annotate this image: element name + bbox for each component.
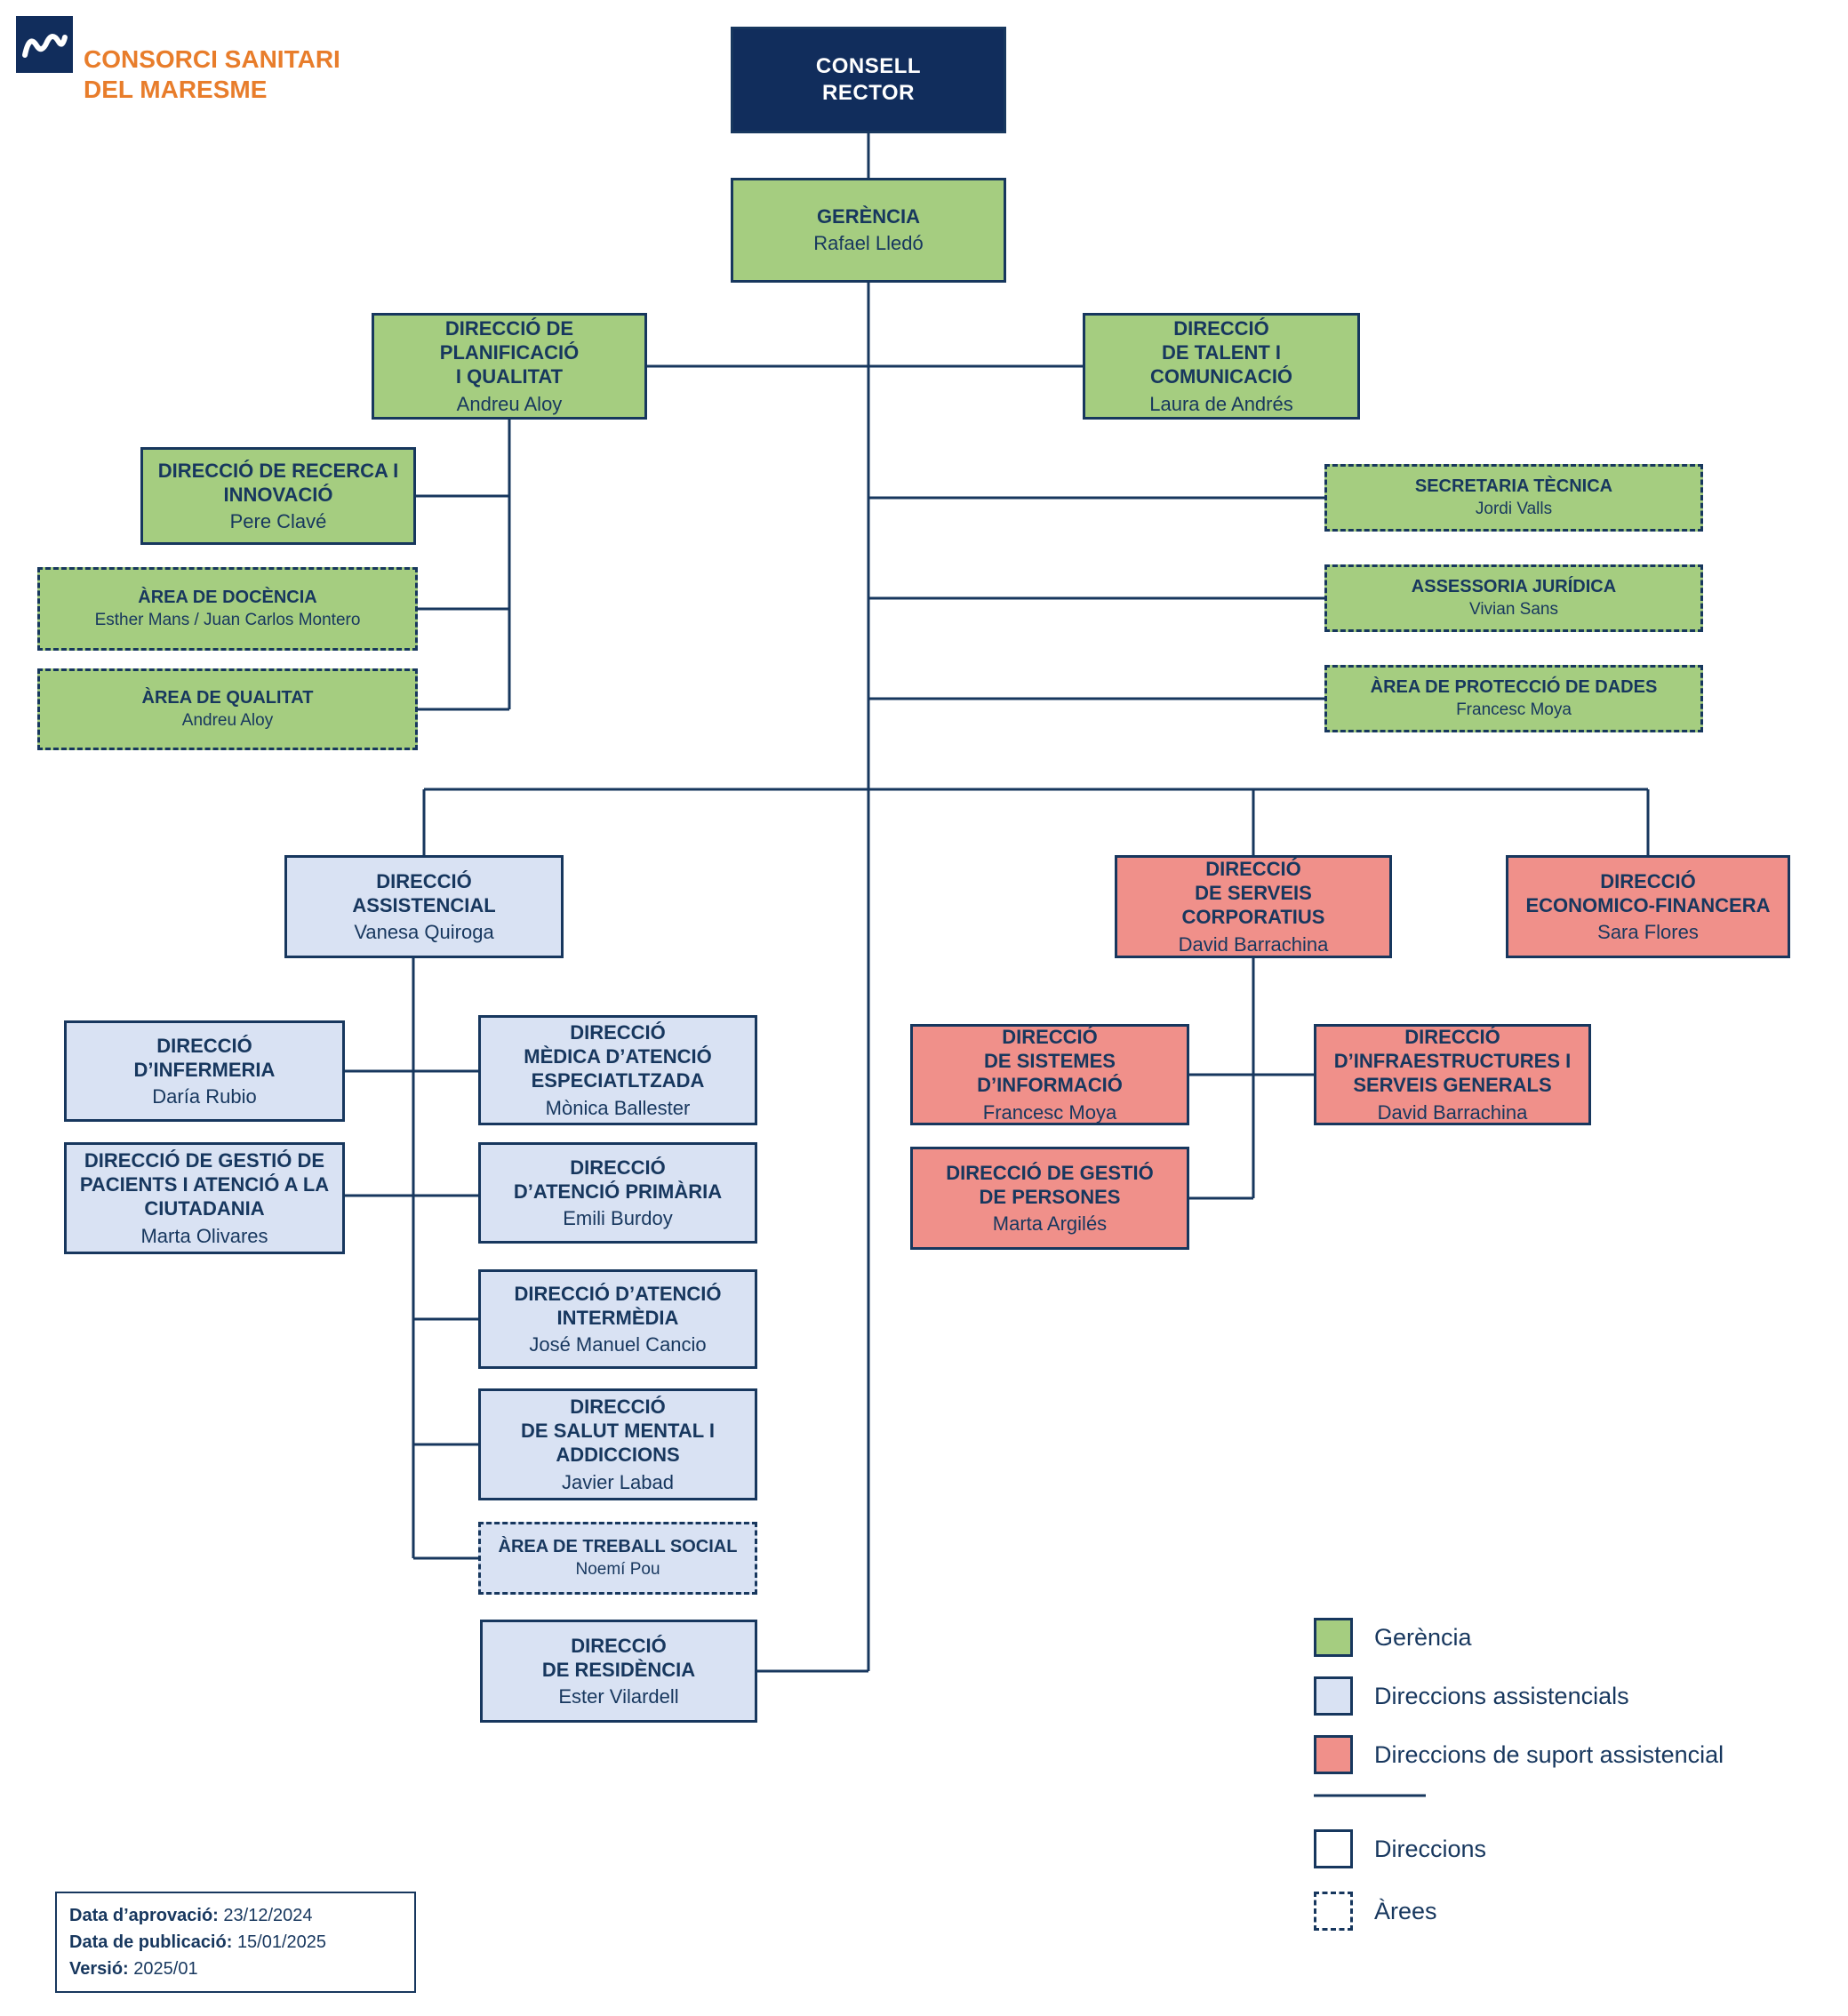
node-title: GERÈNCIA [816, 205, 921, 228]
legend-item-arees: Àrees [1314, 1892, 1437, 1931]
approval-date-value: 23/12/2024 [223, 1906, 313, 1925]
node-person: Vanesa Quiroga [354, 921, 494, 944]
node-title: DIRECCIÓ DE GESTIÓ DE PERSONES [946, 1161, 1154, 1208]
node-area-docencia: ÀREA DE DOCÈNCIA Esther Mans / Juan Carl… [37, 567, 418, 651]
node-person: Rafael Lledó [813, 232, 924, 255]
logo-wave-icon [16, 16, 73, 73]
node-salut-mental: DIRECCIÓ DE SALUT MENTAL I ADDICCIONS Ja… [478, 1388, 757, 1500]
node-title: DIRECCIÓ DE SERVEIS CORPORATIUS [1181, 857, 1325, 929]
node-title: DIRECCIÓ D’INFRAESTRUCTURES I SERVEIS GE… [1333, 1025, 1572, 1097]
node-title: ÀREA DE PROTECCIÓ DE DADES [1370, 677, 1658, 698]
node-title: DIRECCIÓ ASSISTENCIAL [352, 869, 496, 916]
node-person: Javier Labad [562, 1470, 674, 1493]
legend-item-gerencia: Gerència [1314, 1618, 1472, 1657]
node-person: Andreu Aloy [181, 711, 274, 730]
node-secretaria-tecnica: SECRETARIA TÈCNICA Jordi Valls [1324, 464, 1703, 532]
node-person: Laura de Andrés [1149, 392, 1293, 415]
logo [16, 16, 73, 73]
legend-label: Direccions [1374, 1835, 1487, 1862]
node-talent-comunicacio: DIRECCIÓ DE TALENT I COMUNICACIÓ Laura d… [1083, 313, 1360, 420]
node-medica-especialitzada: DIRECCIÓ MÈDICA D’ATENCIÓ ESPECIATLTZADA… [478, 1015, 757, 1125]
org-name: CONSORCI SANITARI DEL MARESME [84, 45, 340, 103]
node-title: DIRECCIÓ DE RESIDÈNCIA [541, 1634, 696, 1681]
node-person: Marta Olivares [140, 1224, 268, 1247]
node-gestio-persones: DIRECCIÓ DE GESTIÓ DE PERSONES Marta Arg… [910, 1147, 1189, 1250]
node-title: DIRECCIÓ MÈDICA D’ATENCIÓ ESPECIATLTZADA [524, 1020, 712, 1092]
legend-swatch-solid-box [1314, 1829, 1353, 1868]
node-title: DIRECCIÓ DE RECERCA I INNOVACIÓ [157, 459, 399, 506]
version-value: 2025/01 [133, 1959, 198, 1979]
node-person: Daría Rubio [152, 1085, 257, 1108]
node-title: DIRECCIÓ DE TALENT I COMUNICACIÓ [1149, 316, 1293, 388]
node-person: Esther Mans / Juan Carlos Montero [94, 611, 361, 629]
node-planificacio-qualitat: DIRECCIÓ DE PLANIFICACIÓ I QUALITAT Andr… [372, 313, 647, 420]
node-title: DIRECCIÓ DE SALUT MENTAL I ADDICCIONS [521, 1395, 715, 1467]
node-person: Vivian Sans [1469, 600, 1558, 619]
node-title: SECRETARIA TÈCNICA [1414, 476, 1613, 497]
node-assistencial: DIRECCIÓ ASSISTENCIAL Vanesa Quiroga [284, 855, 564, 958]
node-serveis-corporatius: DIRECCIÓ DE SERVEIS CORPORATIUS David Ba… [1115, 855, 1392, 958]
node-area-qualitat: ÀREA DE QUALITAT Andreu Aloy [37, 668, 418, 750]
node-title: DIRECCIÓ ECONOMICO-FINANCERA [1525, 869, 1771, 916]
node-title: DIRECCIÓ DE SISTEMES D’INFORMACIÓ [977, 1025, 1123, 1097]
legend-item-assistencials: Direccions assistencials [1314, 1676, 1629, 1716]
node-infermeria: DIRECCIÓ D’INFERMERIA Daría Rubio [64, 1020, 345, 1122]
node-atencio-intermedia: DIRECCIÓ D’ATENCIÓ INTERMÈDIA José Manue… [478, 1269, 757, 1369]
approval-date-row: Data d’aprovació: 23/12/2024 [69, 1902, 402, 1929]
node-person: José Manuel Cancio [529, 1333, 707, 1356]
node-title: DIRECCIÓ DE PLANIFICACIÓ I QUALITAT [439, 316, 580, 388]
legend-label: Direccions de suport assistencial [1374, 1740, 1724, 1768]
legend-label: Direccions assistencials [1374, 1682, 1629, 1709]
version-label: Versió: [69, 1959, 129, 1979]
node-title: ÀREA DE TREBALL SOCIAL [498, 1537, 738, 1557]
node-title: DIRECCIÓ DE GESTIÓ DE PACIENTS I ATENCIÓ… [79, 1148, 330, 1220]
legend-label: Àrees [1374, 1897, 1437, 1924]
node-residencia: DIRECCIÓ DE RESIDÈNCIA Ester Vilardell [480, 1620, 757, 1723]
node-title: ASSESSORIA JURÍDICA [1411, 577, 1617, 597]
node-gestio-pacients: DIRECCIÓ DE GESTIÓ DE PACIENTS I ATENCIÓ… [64, 1142, 345, 1254]
node-atencio-primaria: DIRECCIÓ D’ATENCIÓ PRIMÀRIA Emili Burdoy [478, 1142, 757, 1244]
publication-date-value: 15/01/2025 [236, 1932, 327, 1952]
node-gerencia: GERÈNCIA Rafael Lledó [731, 178, 1006, 283]
node-person: Mònica Ballester [545, 1096, 691, 1119]
approval-date-label: Data d’aprovació: [69, 1906, 219, 1925]
legend-item-suport: Direccions de suport assistencial [1314, 1735, 1724, 1774]
node-person: Noemí Pou [575, 1560, 660, 1579]
node-person: Pere Clavé [229, 510, 327, 533]
node-recerca-innovacio: DIRECCIÓ DE RECERCA I INNOVACIÓ Pere Cla… [140, 447, 416, 545]
version-row: Versió: 2025/01 [69, 1956, 402, 1982]
legend-label: Gerència [1374, 1623, 1472, 1651]
publication-date-row: Data de publicació: 15/01/2025 [69, 1929, 402, 1956]
node-person: Ester Vilardell [558, 1685, 679, 1708]
node-area-treball-social: ÀREA DE TREBALL SOCIAL Noemí Pou [478, 1522, 757, 1595]
legend-swatch-blue [1314, 1676, 1353, 1716]
node-person: Emili Burdoy [563, 1207, 673, 1230]
node-infraestructures: DIRECCIÓ D’INFRAESTRUCTURES I SERVEIS GE… [1314, 1024, 1591, 1125]
node-person: David Barrachina [1178, 932, 1329, 956]
node-person: Andreu Aloy [456, 392, 563, 415]
node-economico-financera: DIRECCIÓ ECONOMICO-FINANCERA Sara Flores [1506, 855, 1790, 958]
approval-info-box: Data d’aprovació: 23/12/2024 Data de pub… [55, 1892, 416, 1993]
legend-item-direccions: Direccions [1314, 1829, 1486, 1868]
node-sistemes-informacio: DIRECCIÓ DE SISTEMES D’INFORMACIÓ France… [910, 1024, 1189, 1125]
legend-swatch-dashed-box [1314, 1892, 1353, 1931]
legend-swatch-salmon [1314, 1735, 1353, 1774]
node-person: Sara Flores [1597, 921, 1699, 944]
node-title: CONSELL RECTOR [815, 54, 922, 105]
node-person: Francesc Moya [982, 1100, 1117, 1124]
node-proteccio-dades: ÀREA DE PROTECCIÓ DE DADES Francesc Moya [1324, 665, 1703, 732]
node-assessoria-juridica: ASSESSORIA JURÍDICA Vivian Sans [1324, 564, 1703, 632]
node-title: DIRECCIÓ D’INFERMERIA [133, 1034, 276, 1081]
legend-swatch-green [1314, 1618, 1353, 1657]
node-person: Jordi Valls [1475, 500, 1553, 518]
node-title: DIRECCIÓ D’ATENCIÓ INTERMÈDIA [514, 1282, 722, 1329]
node-consell-rector: CONSELL RECTOR [731, 27, 1006, 133]
node-title: ÀREA DE DOCÈNCIA [138, 588, 317, 608]
node-person: Marta Argilés [992, 1212, 1108, 1236]
publication-date-label: Data de publicació: [69, 1932, 233, 1952]
node-title: DIRECCIÓ D’ATENCIÓ PRIMÀRIA [513, 1156, 723, 1203]
node-person: David Barrachina [1377, 1100, 1528, 1124]
node-person: Francesc Moya [1456, 700, 1572, 719]
node-title: ÀREA DE QUALITAT [141, 688, 314, 708]
